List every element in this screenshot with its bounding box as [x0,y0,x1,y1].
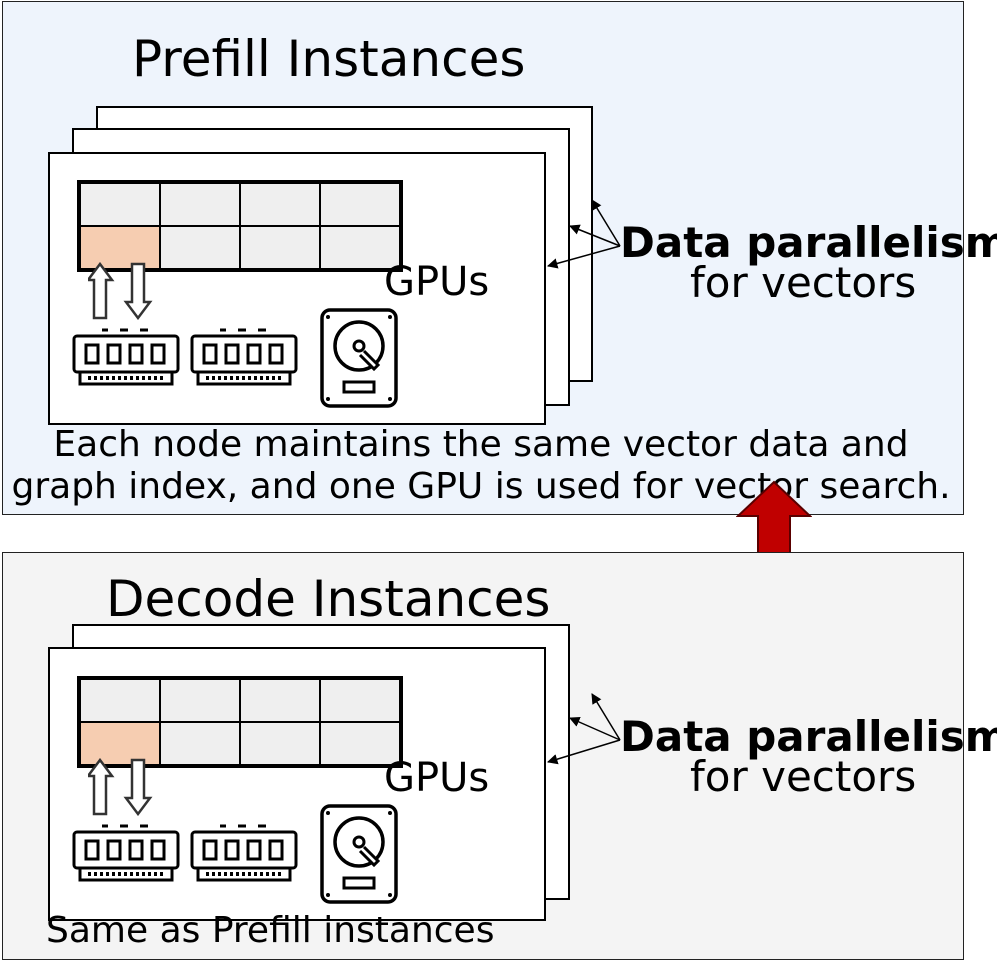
gpu-cell [160,679,240,722]
gpu-cell-active [80,722,160,765]
decode-gpus-label: GPUs [384,755,490,801]
ram-stick-icon [190,824,298,882]
prefill-data-parallelism-label: Data parallelism for vectors [620,222,997,304]
gpu-cell-active [80,226,160,269]
prefill-caption-line1: Each node maintains the same vector data… [53,424,909,465]
gpu-cell [240,679,320,722]
pointer-arrow [591,199,621,247]
gpu-cell [240,226,320,269]
gpu-cell [320,183,400,226]
decode-data-parallelism-label: Data parallelism for vectors [620,716,997,798]
gpu-cell [160,226,240,269]
ram-stick-icon [72,824,180,882]
data-parallelism-text: Data parallelism [620,712,997,761]
gpu-cell [160,722,240,765]
decode-caption: Same as Prefill instances [46,910,495,951]
ram-stick-icon [72,328,180,386]
pointer-arrow [546,245,621,269]
pointer-arrow [569,224,621,247]
pointer-arrow [546,739,621,765]
gpu-cell [320,722,400,765]
hard-disk-icon [320,308,398,408]
hard-disk-icon [320,804,398,904]
gpu-cell [320,226,400,269]
prefill-gpu-grid [77,180,403,272]
pointer-arrow [591,693,621,741]
ram-stick-icon [190,328,298,386]
decode-title: Decode Instances [106,570,551,628]
gpu-cell [320,679,400,722]
prefill-gpus-label: GPUs [384,259,490,305]
data-parallelism-text: Data parallelism [620,218,997,267]
gpu-cell [80,183,160,226]
gpu-cell [160,183,240,226]
for-vectors-text: for vectors [690,258,917,307]
gpu-cell [240,183,320,226]
up-down-arrows-icon [88,758,153,816]
prefill-title: Prefill Instances [132,30,526,88]
up-down-arrows-icon [88,262,153,320]
pointer-arrow [569,717,621,741]
decode-gpu-grid [77,676,403,768]
for-vectors-text: for vectors [690,752,917,801]
gpu-cell [80,679,160,722]
gpu-cell [240,722,320,765]
